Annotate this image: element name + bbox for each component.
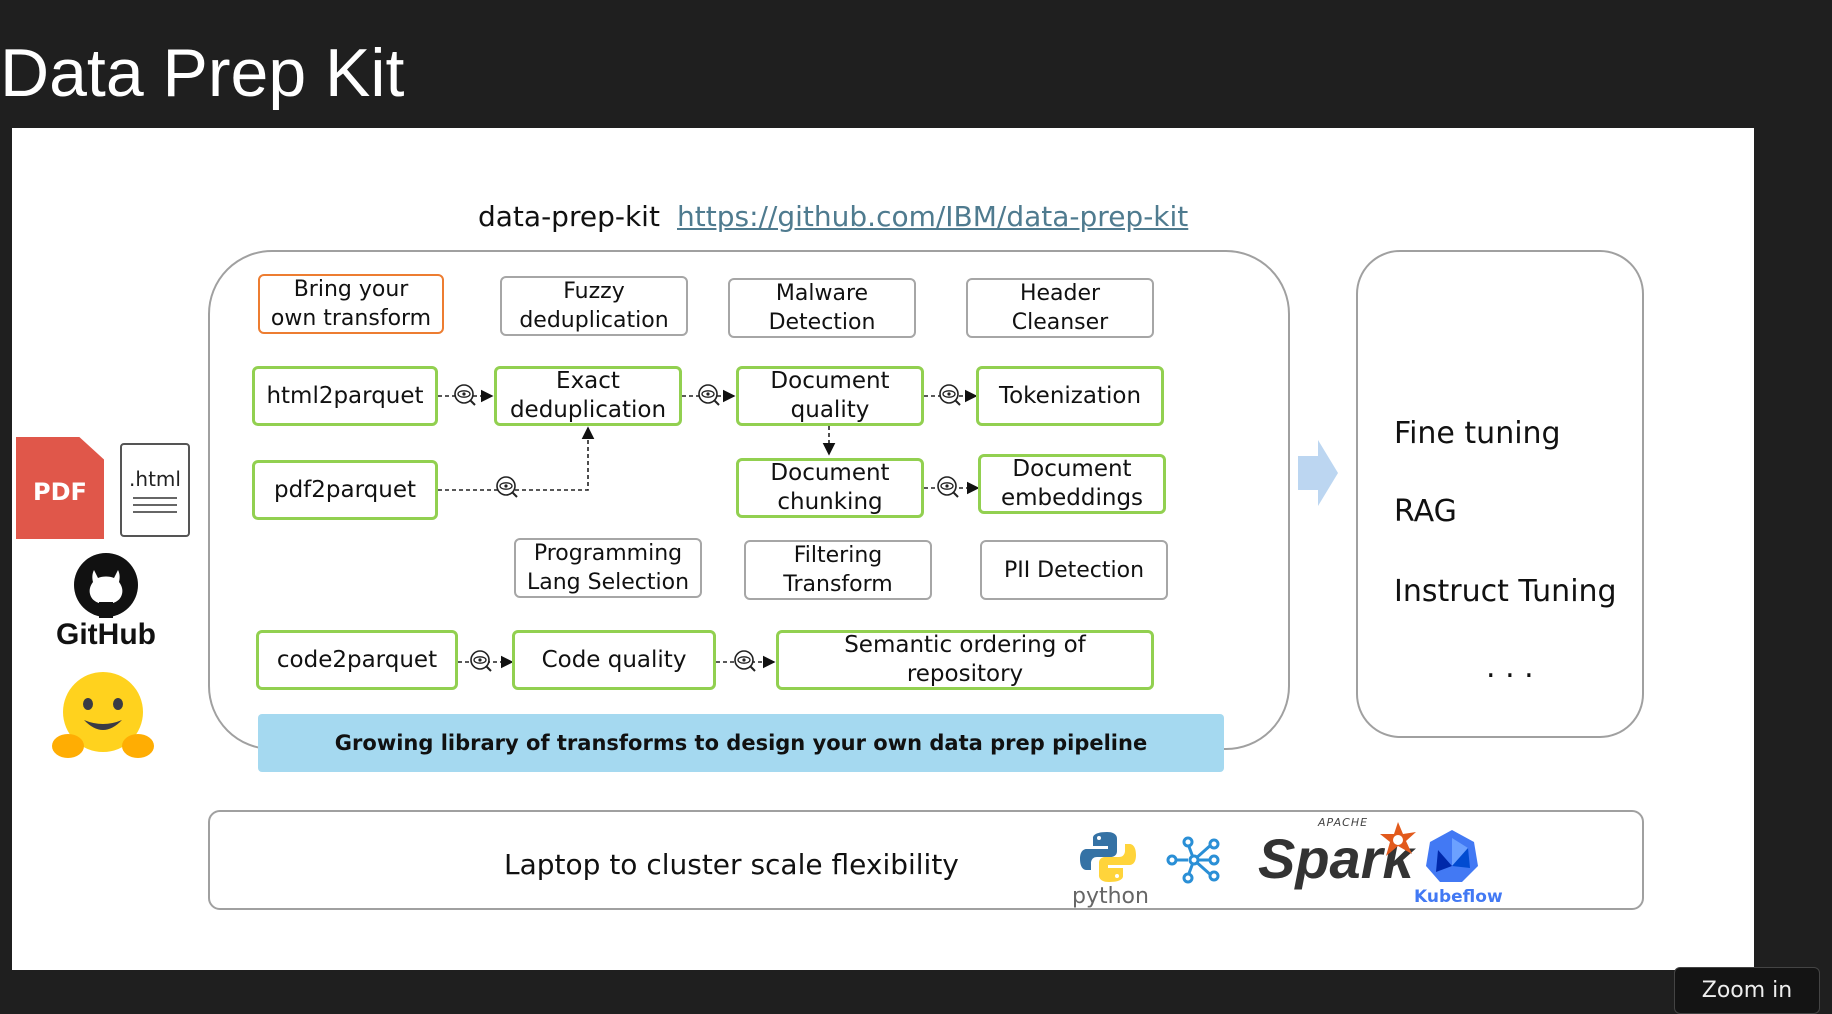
scale-panel — [208, 810, 1644, 910]
exact-dedup-transform: Exact deduplication — [494, 366, 682, 426]
programming-lang-selection-transform: Programming Lang Selection — [514, 538, 702, 598]
tokenization-transform: Tokenization — [976, 366, 1164, 426]
eye-icon-6 — [470, 650, 492, 672]
github-repo-link[interactable]: https://github.com/IBM/data-prep-kit — [677, 200, 1189, 233]
spark-apache-text: APACHE — [1318, 816, 1369, 829]
document-chunking-transform: Document chunking — [736, 458, 924, 518]
use-case-more: . . . — [1486, 650, 1534, 685]
html-label: .html — [129, 467, 181, 491]
spark-star-icon — [1380, 822, 1416, 856]
html2parquet-transform: html2parquet — [252, 366, 438, 426]
python-logo-text: python — [1072, 884, 1149, 909]
filtering-transform: Filtering Transform — [744, 540, 932, 600]
pdf-label: PDF — [33, 478, 87, 506]
slide-title: Data Prep Kit — [0, 35, 405, 111]
code-quality-transform: Code quality — [512, 630, 716, 690]
semantic-ordering-transform: Semantic ordering of repository — [776, 630, 1154, 690]
arrow-right-icon — [1298, 440, 1338, 506]
pdf2parquet-transform: pdf2parquet — [252, 460, 438, 520]
document-quality-transform: Document quality — [736, 366, 924, 426]
eye-icon-2 — [698, 384, 720, 406]
eye-icon-7 — [734, 650, 756, 672]
eye-icon-3 — [939, 384, 961, 406]
header-cleanser-transform: Header Cleanser — [966, 278, 1154, 338]
eye-icon-5 — [937, 476, 959, 498]
pii-detection-transform: PII Detection — [980, 540, 1168, 600]
kit-name-label: data-prep-kit — [478, 200, 660, 233]
use-case-fine-tuning: Fine tuning — [1394, 416, 1561, 451]
html-file-icon: .html — [120, 443, 190, 537]
kubeflow-logo-icon — [1426, 830, 1478, 882]
github-label: GitHub — [56, 618, 156, 651]
eye-icon-1 — [454, 384, 476, 406]
pipeline-connectors — [438, 384, 1338, 672]
use-cases-panel — [1356, 250, 1644, 738]
bring-your-own-transform: Bring your own transform — [258, 274, 444, 334]
code2parquet-transform: code2parquet — [256, 630, 458, 690]
transforms-library-banner: Growing library of transforms to design … — [258, 714, 1224, 772]
slide-canvas: data-prep-kit https://github.com/IBM/dat… — [12, 128, 1754, 970]
python-logo-icon — [1080, 832, 1136, 882]
malware-detection-transform: Malware Detection — [728, 278, 916, 338]
zoom-in-button[interactable]: Zoom in — [1674, 967, 1820, 1014]
use-case-rag: RAG — [1394, 494, 1457, 529]
eye-icon-4 — [496, 476, 518, 498]
pipeline-graph-icon — [1166, 836, 1220, 884]
kubeflow-logo-text: Kubeflow — [1414, 887, 1503, 907]
github-octocat-icon — [74, 553, 138, 618]
use-case-instruct-tuning: Instruct Tuning — [1394, 574, 1617, 609]
hugging-face-emoji-icon — [52, 672, 154, 758]
fuzzy-dedup-transform: Fuzzy deduplication — [500, 276, 688, 336]
scale-flexibility-label: Laptop to cluster scale flexibility — [504, 848, 959, 881]
pdf-file-icon: PDF — [16, 437, 104, 539]
document-embeddings-transform: Document embeddings — [978, 454, 1166, 514]
